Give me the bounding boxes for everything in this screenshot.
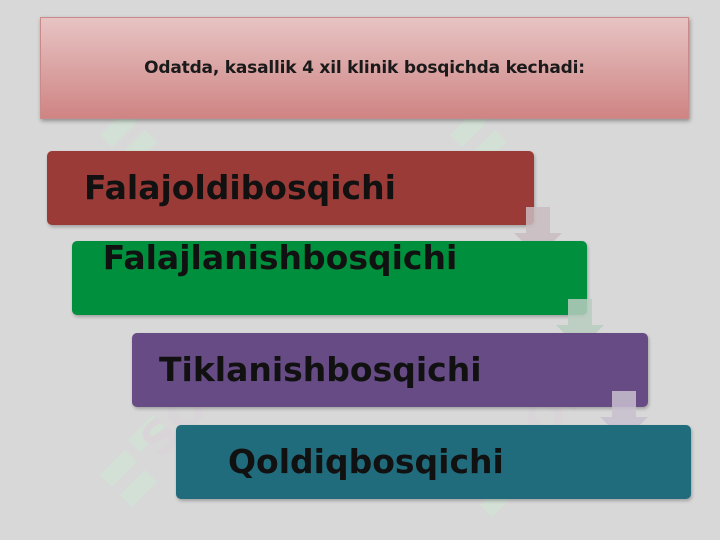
title-box: Odatda, kasallik 4 xil klinik bosqichda … xyxy=(40,17,689,119)
step-label-1: Falajoldibosqichi xyxy=(84,168,396,207)
step-box-3: Tiklanishbosqichi xyxy=(132,333,648,407)
step-label-4: Qoldiqbosqichi xyxy=(228,442,504,481)
step-box-1: Falajoldibosqichi xyxy=(47,151,534,225)
step-label-3: Tiklanishbosqichi xyxy=(159,350,482,389)
step-label-2: Falajlanishbosqichi xyxy=(102,238,458,277)
slide-title: Odatda, kasallik 4 xil klinik bosqichda … xyxy=(144,58,585,78)
step-box-2: Falajlanishbosqichi xyxy=(72,238,587,315)
step-box-4: Qoldiqbosqichi xyxy=(176,425,691,499)
